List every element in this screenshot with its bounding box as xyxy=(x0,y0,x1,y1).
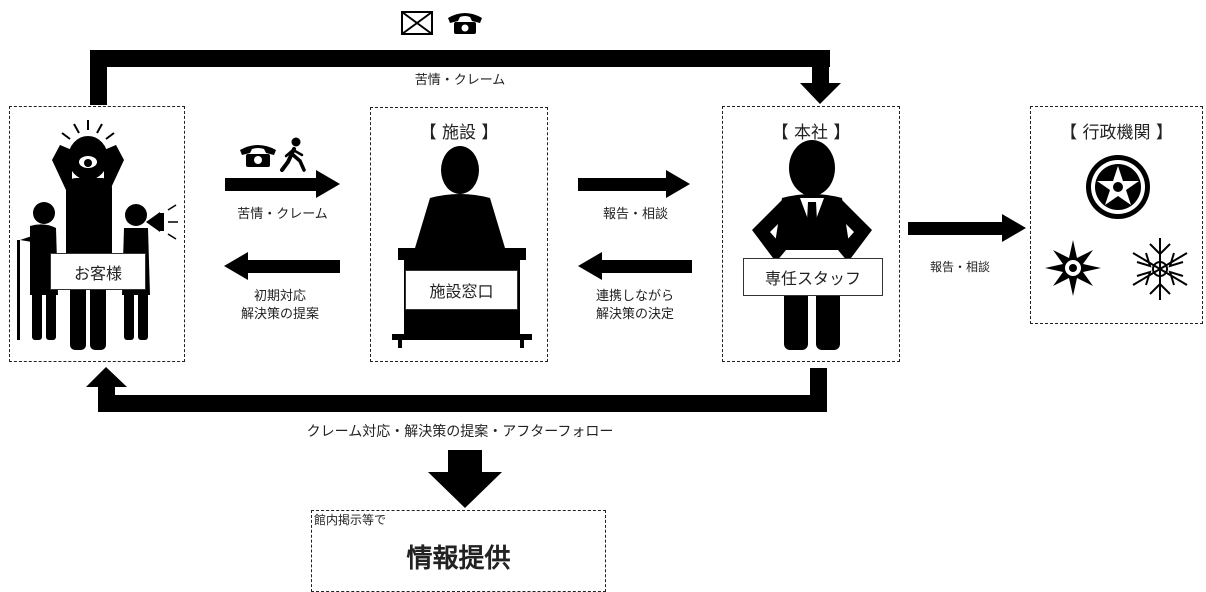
fire-emblem-icon xyxy=(1045,240,1101,296)
facility-to-customer-line1: 初期対応 xyxy=(253,289,306,304)
arrow-office-to-facility xyxy=(578,252,692,280)
government-box xyxy=(1030,106,1203,324)
facility-title: 【 施設 】 xyxy=(419,123,499,143)
police-emblem-icon xyxy=(1086,155,1150,219)
arrow-office-to-government xyxy=(908,214,1026,242)
facility-to-customer-line2: 解決策の提案 xyxy=(240,307,319,322)
info-box-title: 情報提供 xyxy=(406,544,511,574)
facility-box xyxy=(370,107,548,362)
envelope-icon xyxy=(401,11,433,35)
top-flow-label: 苦情・クレーム xyxy=(414,73,506,88)
office-to-facility-line2: 解決策の決定 xyxy=(595,307,674,322)
head-office-title: 【 本社 】 xyxy=(771,123,851,143)
arrow-customer-to-facility xyxy=(225,170,340,198)
office-to-facility-line1: 連携しながら xyxy=(595,289,674,304)
head-office-box xyxy=(722,106,900,362)
government-title: 【 行政機関 】 xyxy=(1060,123,1173,143)
arrow-facility-to-customer xyxy=(224,252,340,280)
facility-to-office-label: 報告・相談 xyxy=(602,207,668,222)
walking-person-icon xyxy=(280,137,306,172)
flow-telephone-icon xyxy=(240,145,276,167)
office-to-government-label: 報告・相談 xyxy=(929,260,990,274)
snowflake-emblem-icon xyxy=(1132,238,1188,300)
customer-tag: お客様 xyxy=(50,253,146,290)
telephone-icon xyxy=(448,13,482,34)
facility-tag: 施設窓口 xyxy=(405,270,518,310)
customer-to-facility-label: 苦情・クレーム xyxy=(237,207,328,222)
office-figure xyxy=(752,140,872,350)
arrow-facility-to-office xyxy=(578,170,690,198)
top-loop-arrow xyxy=(90,50,841,105)
bottom-loop-arrow xyxy=(86,367,827,412)
info-box-note: 館内掲示等で xyxy=(314,513,387,527)
down-arrow xyxy=(428,450,502,508)
customer-box xyxy=(9,106,185,362)
head-office-tag: 専任スタッフ xyxy=(743,258,883,296)
bottom-flow-label: クレーム対応・解決策の提案・アフターフォロー xyxy=(306,424,614,440)
